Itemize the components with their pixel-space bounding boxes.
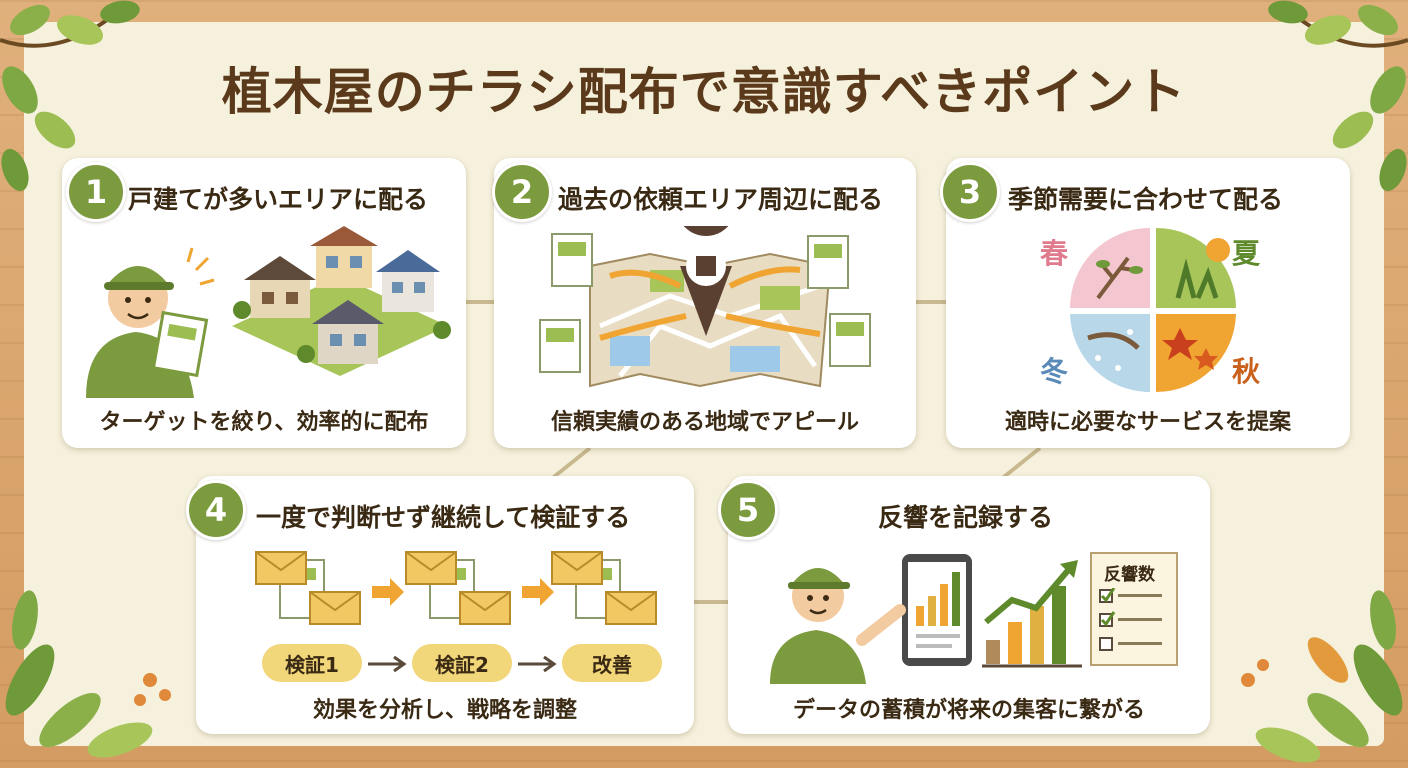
step-arrow-icons	[368, 655, 407, 673]
leaves-bottom-left-icon	[5, 590, 171, 758]
season-spring-label: 春	[1040, 237, 1069, 270]
card-2-title: 過去の依頼エリア周辺に配る	[558, 185, 884, 214]
card-5-number: 5	[718, 480, 778, 540]
envelope-iteration-icon	[255, 551, 657, 625]
leaves-top-right-icon	[1268, 0, 1408, 192]
houses-neighborhood-icon	[232, 226, 451, 376]
checklist-items-icon	[1099, 588, 1162, 651]
gardener-with-tablet-icon	[770, 554, 972, 684]
card-3-caption: 適時に必要なサービスを提案	[1004, 410, 1291, 435]
step-pill-1: 検証1	[262, 644, 362, 682]
card-4-title: 一度で判断せず継続して検証する	[256, 503, 631, 532]
card-3-number: 3	[940, 162, 1000, 222]
connector-2-3	[916, 300, 948, 304]
card-1-title: 戸建てが多いエリアに配る	[128, 185, 429, 214]
step-pill-3: 改善	[562, 644, 662, 682]
growth-bar-chart-icon	[982, 560, 1082, 668]
connector-1-2	[466, 300, 498, 304]
connector-4-5	[693, 600, 729, 604]
card-1-caption: ターゲットを絞り、効率的に配布	[99, 410, 429, 435]
card-4-number: 4	[186, 480, 246, 540]
leaves-bottom-right-icon	[1241, 590, 1403, 763]
checklist-title: 反響数	[1104, 565, 1155, 585]
step-pill-2: 検証2	[412, 644, 512, 682]
season-wheel-icon	[1070, 228, 1236, 392]
card-4-caption: 効果を分析し、戦略を調整	[312, 698, 577, 723]
season-winter-label: 冬	[1040, 355, 1069, 388]
gardener-with-flyer-icon	[86, 247, 215, 398]
card-5-caption: データの蓄積が将来の集客に繋がる	[792, 698, 1145, 723]
card-2-caption: 信頼実績のある地域でアピール	[550, 410, 859, 435]
season-autumn-label: 秋	[1232, 355, 1261, 388]
leaves-top-left-icon	[0, 0, 140, 192]
card-5-title: 反響を記録する	[878, 503, 1054, 532]
card-2-number: 2	[492, 162, 552, 222]
season-summer-label: 夏	[1232, 237, 1261, 270]
step-arrow-icon-2	[518, 655, 557, 673]
card-3-title: 季節需要に合わせて配る	[1008, 185, 1284, 214]
page-title: 植木屋のチラシ配布で意識すべきポイント	[221, 63, 1187, 121]
card-1-number: 1	[66, 162, 126, 222]
area-map-with-flyers-icon	[539, 226, 871, 388]
